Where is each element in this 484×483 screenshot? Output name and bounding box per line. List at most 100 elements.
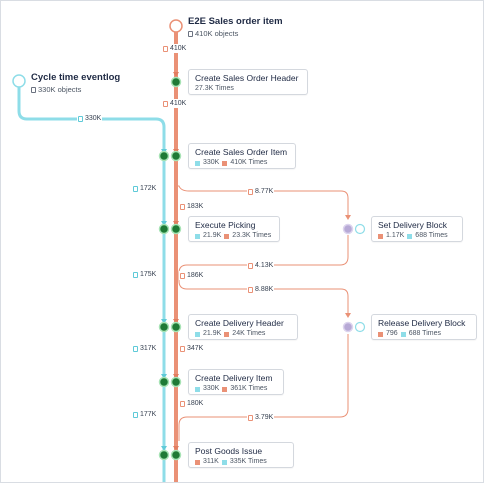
object-icon (248, 414, 253, 421)
activity-count-1: 24K Times (232, 330, 266, 337)
edge-label[interactable]: 8.88K (247, 285, 275, 294)
cyan-square-icon (221, 459, 227, 465)
activity-name: Create Sales Order Header (195, 73, 299, 83)
activity-count-0: 21.9K (203, 232, 222, 239)
object-icon (248, 188, 253, 195)
activity-counts: 311K 335K Times (195, 457, 287, 467)
activity-counts: 27.3K Times (195, 84, 301, 94)
activity-count-0: 796 (386, 330, 398, 337)
source-count-sales: 410K objects (188, 29, 238, 38)
salmon-square-icon (224, 331, 230, 337)
cyan-square-icon (195, 233, 200, 239)
activity-counts: 21.9K 23.3K Times (195, 231, 273, 241)
edge-label[interactable]: 172K (132, 184, 158, 193)
activity-name: Create Sales Order Item (195, 147, 288, 157)
arrow-release-block (345, 313, 351, 318)
cyan-square-icon (407, 233, 413, 239)
source-title-cycle: Cycle time eventlog (31, 72, 121, 83)
object-icon (248, 262, 253, 269)
object-icon (180, 203, 185, 210)
salmon-square-icon (222, 160, 228, 166)
branch-to-release (178, 280, 349, 317)
activity-create-delivery-header[interactable]: Create Delivery Header 21.9K 24K Times (188, 314, 298, 340)
activity-name: Create Delivery Item (195, 373, 273, 383)
activity-name: Set Delivery Block (378, 220, 447, 230)
activity-create-delivery-item[interactable]: Create Delivery Item 330K 361K Times (188, 369, 284, 395)
activity-count-0: 330K (203, 385, 220, 392)
salmon-square-icon (378, 331, 383, 337)
salmon-arrowheads (173, 72, 179, 451)
edge-label[interactable]: 183K (179, 202, 205, 211)
activity-count-0: 330K (203, 159, 220, 166)
edge-label[interactable]: 347K (179, 344, 205, 353)
object-icon (31, 86, 36, 93)
activity-post-goods-issue[interactable]: Post Goods Issue 311K 335K Times (188, 442, 294, 468)
edge-label[interactable]: 4.13K (247, 261, 275, 270)
object-icon (180, 345, 185, 352)
source-title-sales: E2E Sales order item (188, 16, 283, 27)
activity-counts: 330K 361K Times (195, 384, 277, 394)
edge-label[interactable]: 8.77K (247, 187, 275, 196)
green-nodes (158, 76, 182, 461)
activity-count-0: 27.3K Times (195, 85, 234, 92)
activity-count-0: 21.9K (203, 330, 222, 337)
cyan-square-icon (195, 160, 200, 166)
object-icon (163, 100, 168, 107)
activity-create-sales-order-item[interactable]: Create Sales Order Item 330K 410K Times (188, 143, 296, 169)
cyan-square-icon (400, 331, 406, 337)
activity-counts: 21.9K 24K Times (195, 329, 291, 339)
source-node-cycle (12, 74, 26, 88)
arrow-set-block (345, 215, 351, 220)
activity-count-0: 311K (203, 458, 219, 465)
salmon-square-icon (195, 459, 200, 465)
activity-count-1: 23.3K Times (232, 232, 272, 239)
activity-count-1: 688 Times (415, 232, 448, 239)
activity-name: Release Delivery Block (378, 318, 466, 328)
purple-nodes (342, 223, 366, 333)
activity-name: Execute Picking (195, 220, 256, 230)
activity-count-1: 688 Times (408, 330, 441, 337)
activity-count-0: 1.17K (386, 232, 405, 239)
cyan-arrowheads (161, 149, 167, 451)
activity-name: Create Delivery Header (195, 318, 284, 328)
activity-name: Post Goods Issue (195, 446, 263, 456)
activity-execute-picking[interactable]: Execute Picking 21.9K 23.3K Times (188, 216, 280, 242)
activity-count-1: 335K Times (229, 458, 267, 465)
object-icon (133, 411, 138, 418)
edge-label[interactable]: 317K (132, 344, 158, 353)
object-icon (133, 345, 138, 352)
activity-count-1: 361K Times (230, 385, 268, 392)
cyan-square-icon (195, 331, 200, 337)
activity-release-delivery-block[interactable]: Release Delivery Block 796 688 Times (371, 314, 477, 340)
source-node-sales (169, 19, 183, 33)
activity-counts: 796 688 Times (378, 329, 470, 339)
edge-label[interactable]: 175K (132, 270, 158, 279)
edge-label[interactable]: 186K (179, 271, 205, 280)
edge-label[interactable]: 180K (179, 399, 205, 408)
edge-label[interactable]: 177K (132, 410, 158, 419)
salmon-square-icon (378, 233, 383, 239)
object-icon (180, 272, 185, 279)
edge-label[interactable]: 3.79K (247, 413, 275, 422)
object-icon (133, 185, 138, 192)
object-icon (163, 45, 168, 52)
cyan-square-icon (195, 386, 200, 392)
activity-counts: 1.17K 688 Times (378, 231, 456, 241)
source-count-cycle: 330K objects (31, 85, 81, 94)
edge-label[interactable]: 330K (77, 114, 103, 123)
salmon-square-icon (222, 386, 228, 392)
edge-label[interactable]: 410K (162, 44, 188, 53)
object-icon (248, 286, 253, 293)
activity-set-delivery-block[interactable]: Set Delivery Block 1.17K 688 Times (371, 216, 463, 242)
activity-create-sales-order-header[interactable]: Create Sales Order Header 27.3K Times (188, 69, 308, 95)
object-icon (180, 400, 185, 407)
edge-label[interactable]: 410K (162, 99, 188, 108)
object-icon (78, 115, 83, 122)
activity-counts: 330K 410K Times (195, 158, 289, 168)
activity-count-1: 410K Times (230, 159, 268, 166)
salmon-square-icon (224, 233, 230, 239)
object-icon (188, 30, 193, 37)
object-icon (133, 271, 138, 278)
